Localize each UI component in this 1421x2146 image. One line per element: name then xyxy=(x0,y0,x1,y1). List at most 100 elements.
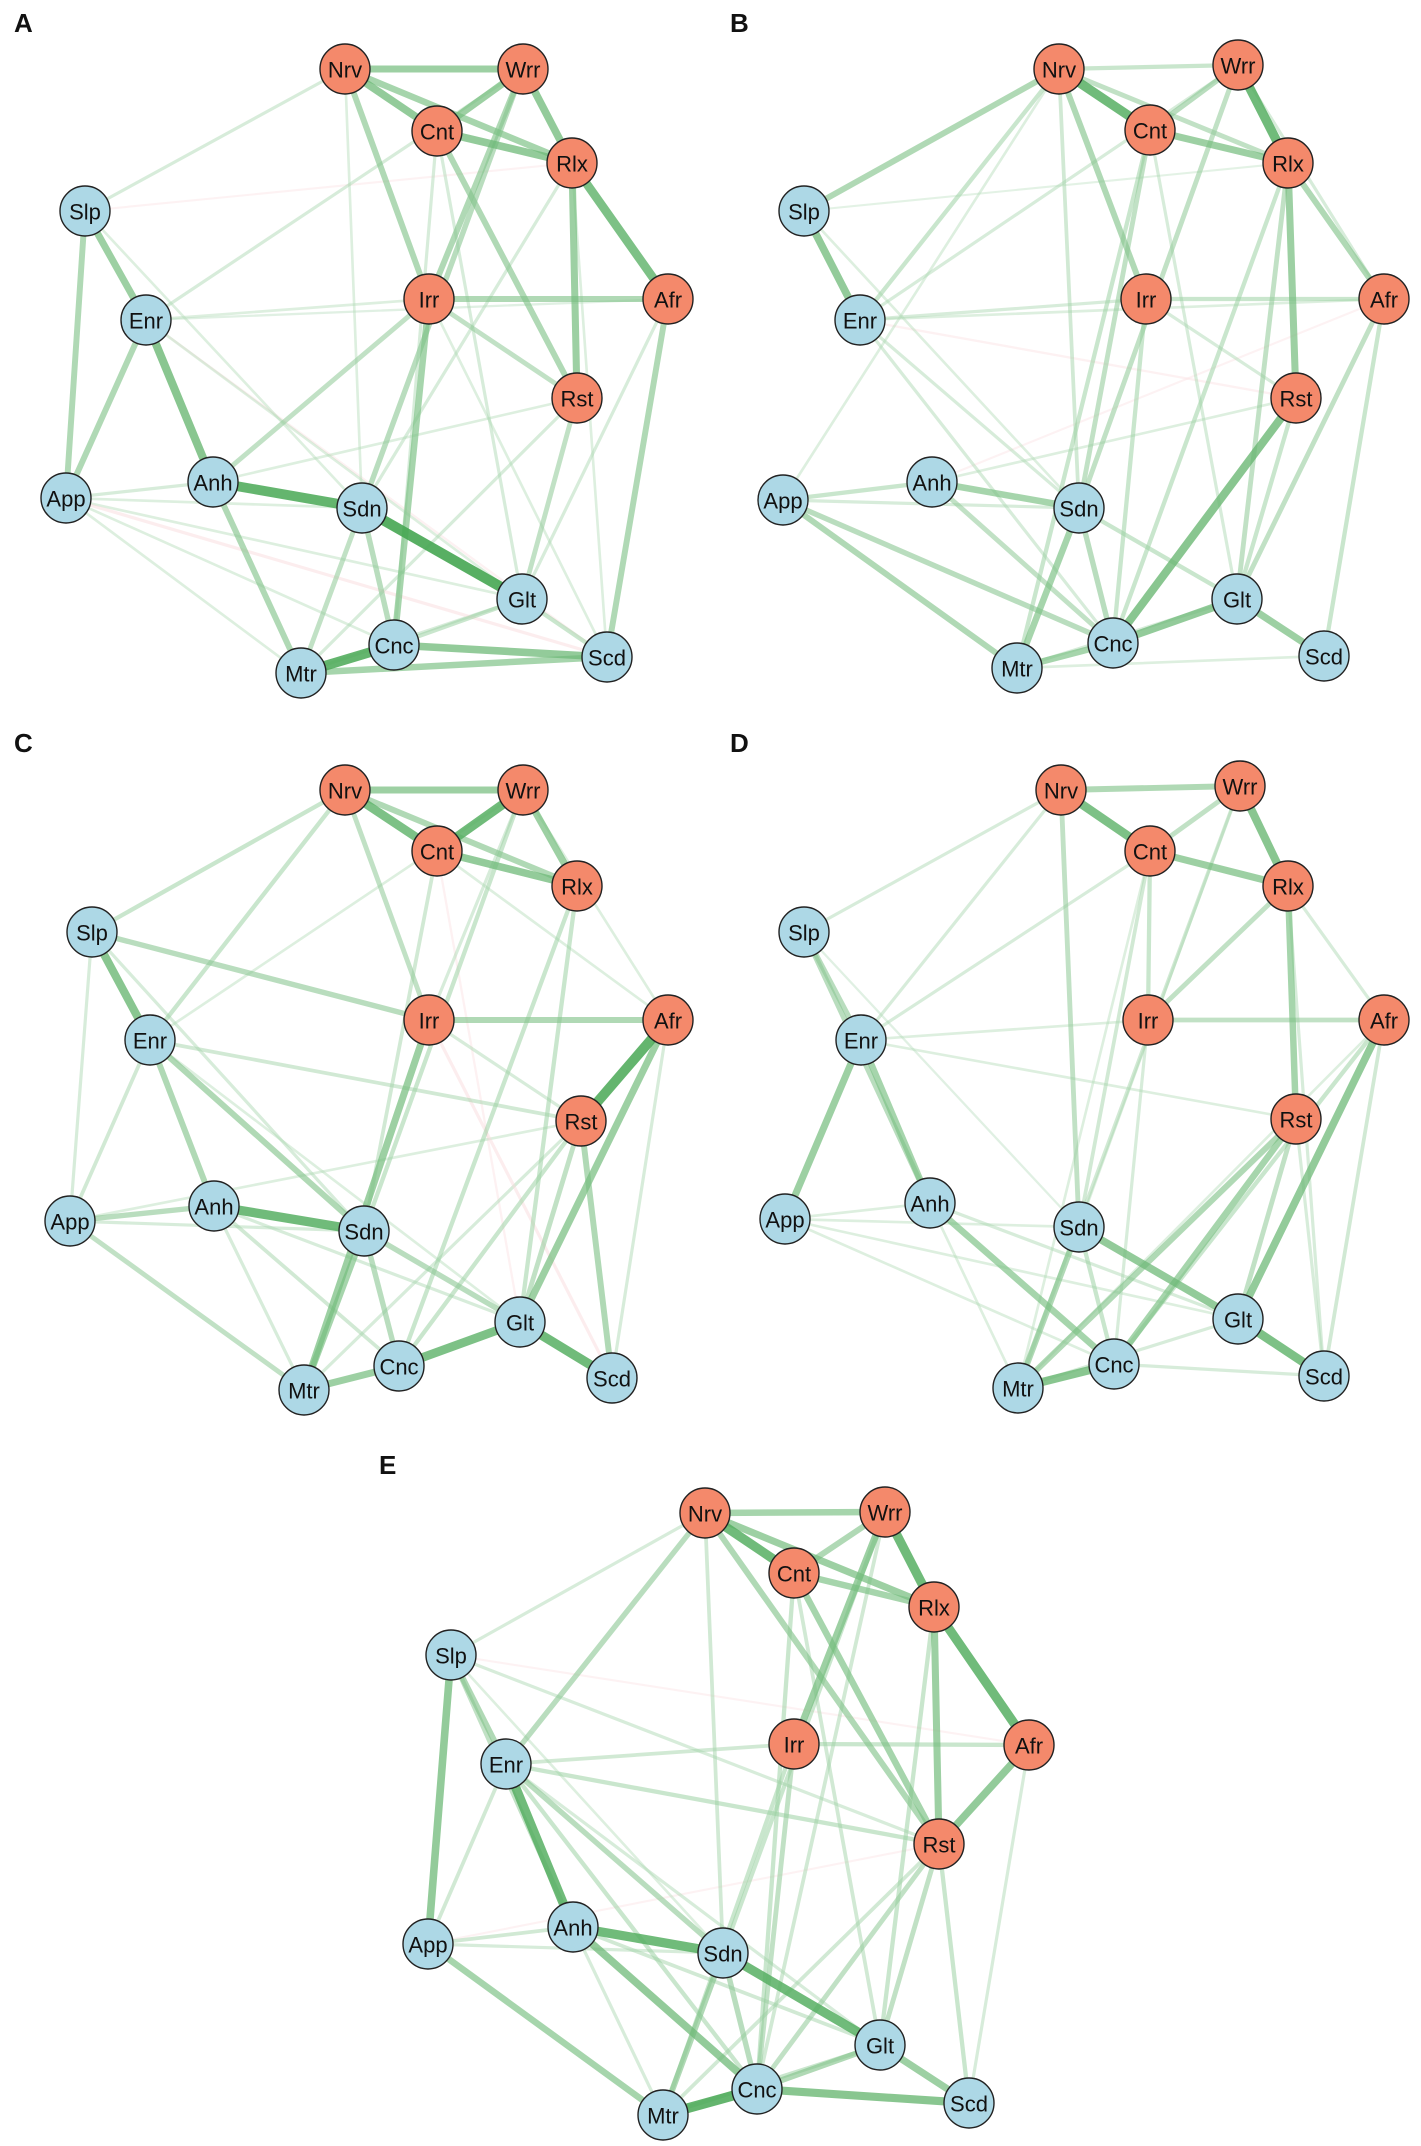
edge-cnt-rst xyxy=(434,128,580,401)
node-circle xyxy=(1358,273,1410,325)
edge-cnt-glt xyxy=(435,849,522,1324)
node-circle xyxy=(1262,137,1314,189)
edge-irr-cnc xyxy=(1110,296,1149,646)
node-nrv: Nrv xyxy=(319,764,371,816)
node-label: App xyxy=(46,487,85,512)
edge-rlx-afr xyxy=(1285,160,1387,302)
node-irr: Irr xyxy=(1122,994,1174,1046)
node-circle xyxy=(992,1362,1044,1414)
edge-rlx-glt xyxy=(1234,160,1291,602)
edge-anh-mtr xyxy=(571,1925,665,2117)
node-cnt: Cnt xyxy=(768,1547,820,1599)
node-mtr: Mtr xyxy=(278,1364,330,1416)
node-circle xyxy=(759,1193,811,1245)
edge-slp-nrv xyxy=(802,788,1063,934)
edge-anh-glt xyxy=(212,1204,522,1324)
edge-afr-glt xyxy=(1234,296,1387,602)
edge-enr-sdn xyxy=(147,1037,367,1234)
node-app: App xyxy=(44,1195,96,1247)
node-label: Afr xyxy=(1015,1734,1043,1759)
edge-anh-cnc xyxy=(926,1199,1118,1368)
node-circle xyxy=(494,1296,546,1348)
node-label: Nrv xyxy=(328,58,362,83)
node-scd: Scd xyxy=(943,2077,995,2129)
node-label: Mtr xyxy=(288,1379,320,1404)
node-nrv: Nrv xyxy=(1035,764,1087,816)
edge-anh-cnc xyxy=(212,1204,401,1368)
node-circle xyxy=(497,43,549,95)
panel-letter: A xyxy=(14,8,33,38)
edge-rst-mtr xyxy=(661,1842,941,2117)
edge-enr-cnc xyxy=(503,1761,760,2092)
edge-sdn-mtr xyxy=(1013,504,1083,672)
edge-app-mtr xyxy=(780,497,1020,671)
node-circle xyxy=(1212,39,1264,91)
panel-letter: C xyxy=(14,728,33,758)
node-circle xyxy=(319,764,371,816)
node-anh: Anh xyxy=(906,456,958,508)
edge-nrv-irr xyxy=(1056,66,1149,302)
node-label: Irr xyxy=(1138,1009,1159,1034)
edge-nrv-wrr xyxy=(701,1508,889,1517)
edge-rst-glt xyxy=(877,1841,942,2048)
node-label: Mtr xyxy=(647,2104,679,2129)
node-label: App xyxy=(765,1208,804,1233)
edge-anh-irr xyxy=(210,296,432,485)
edge-rst-glt xyxy=(1235,1116,1299,1322)
edge-rst-cnc xyxy=(1108,393,1301,648)
edge-slp-app xyxy=(68,930,94,1223)
node-rlx: Rlx xyxy=(551,860,603,912)
node-circle xyxy=(66,906,118,958)
node-circle xyxy=(1211,573,1263,625)
node-circle xyxy=(336,482,388,534)
node-label: Irr xyxy=(784,1733,805,1758)
edge-anh-mtr xyxy=(210,479,304,676)
edge-afr-scd xyxy=(1321,296,1387,659)
node-circle xyxy=(338,1205,390,1257)
node-sdn: Sdn xyxy=(336,482,388,534)
node-circle xyxy=(1122,994,1174,1046)
edge-app-rst xyxy=(68,1119,583,1223)
edge-anh-mtr xyxy=(212,1204,306,1392)
edge-cnt-cnc xyxy=(754,1570,797,2092)
node-circle xyxy=(1298,630,1350,682)
node-cnt: Cnt xyxy=(411,825,463,877)
node-wrr: Wrr xyxy=(1214,760,1266,812)
node-slp: Slp xyxy=(778,906,830,958)
edge-rlx-rst xyxy=(1284,159,1300,402)
node-label: Afr xyxy=(1370,1009,1398,1034)
node-label: Slp xyxy=(69,200,101,225)
node-circle xyxy=(943,2077,995,2129)
node-afr: Afr xyxy=(642,273,694,325)
edge-enr-cnt xyxy=(859,849,1152,1042)
node-glt: Glt xyxy=(1212,1293,1264,1345)
node-label: Slp xyxy=(788,921,820,946)
node-label: App xyxy=(408,1933,447,1958)
node-circle xyxy=(1053,1201,1105,1253)
node-circle xyxy=(768,1718,820,1770)
edge-enr-wrr xyxy=(858,63,1240,322)
node-label: Afr xyxy=(1370,288,1398,313)
edge-cnt-irr xyxy=(1145,848,1153,1023)
edge-irr-scd xyxy=(427,297,609,659)
edge-anh-cnc xyxy=(929,479,1116,646)
edge-cnt-glt xyxy=(792,1571,882,2047)
node-label: Anh xyxy=(910,1192,949,1217)
edge-cnt-mtr xyxy=(1014,127,1153,671)
node-enr: Enr xyxy=(480,1738,532,1790)
node-label: Enr xyxy=(843,309,877,334)
node-label: Cnt xyxy=(1133,119,1167,144)
node-circle xyxy=(496,573,548,625)
edge-anh-cnc xyxy=(569,1923,761,2093)
node-circle xyxy=(555,1095,607,1147)
edge-rst-scd xyxy=(1294,1117,1326,1378)
node-circle xyxy=(731,2063,783,2115)
node-circle xyxy=(757,474,809,526)
edge-wrr-cnc xyxy=(755,1510,887,2091)
node-rst: Rst xyxy=(1270,1093,1322,1145)
node-circle xyxy=(319,43,371,95)
edge-rst-glt xyxy=(517,1118,584,1325)
edge-cnt-glt xyxy=(1148,128,1239,601)
